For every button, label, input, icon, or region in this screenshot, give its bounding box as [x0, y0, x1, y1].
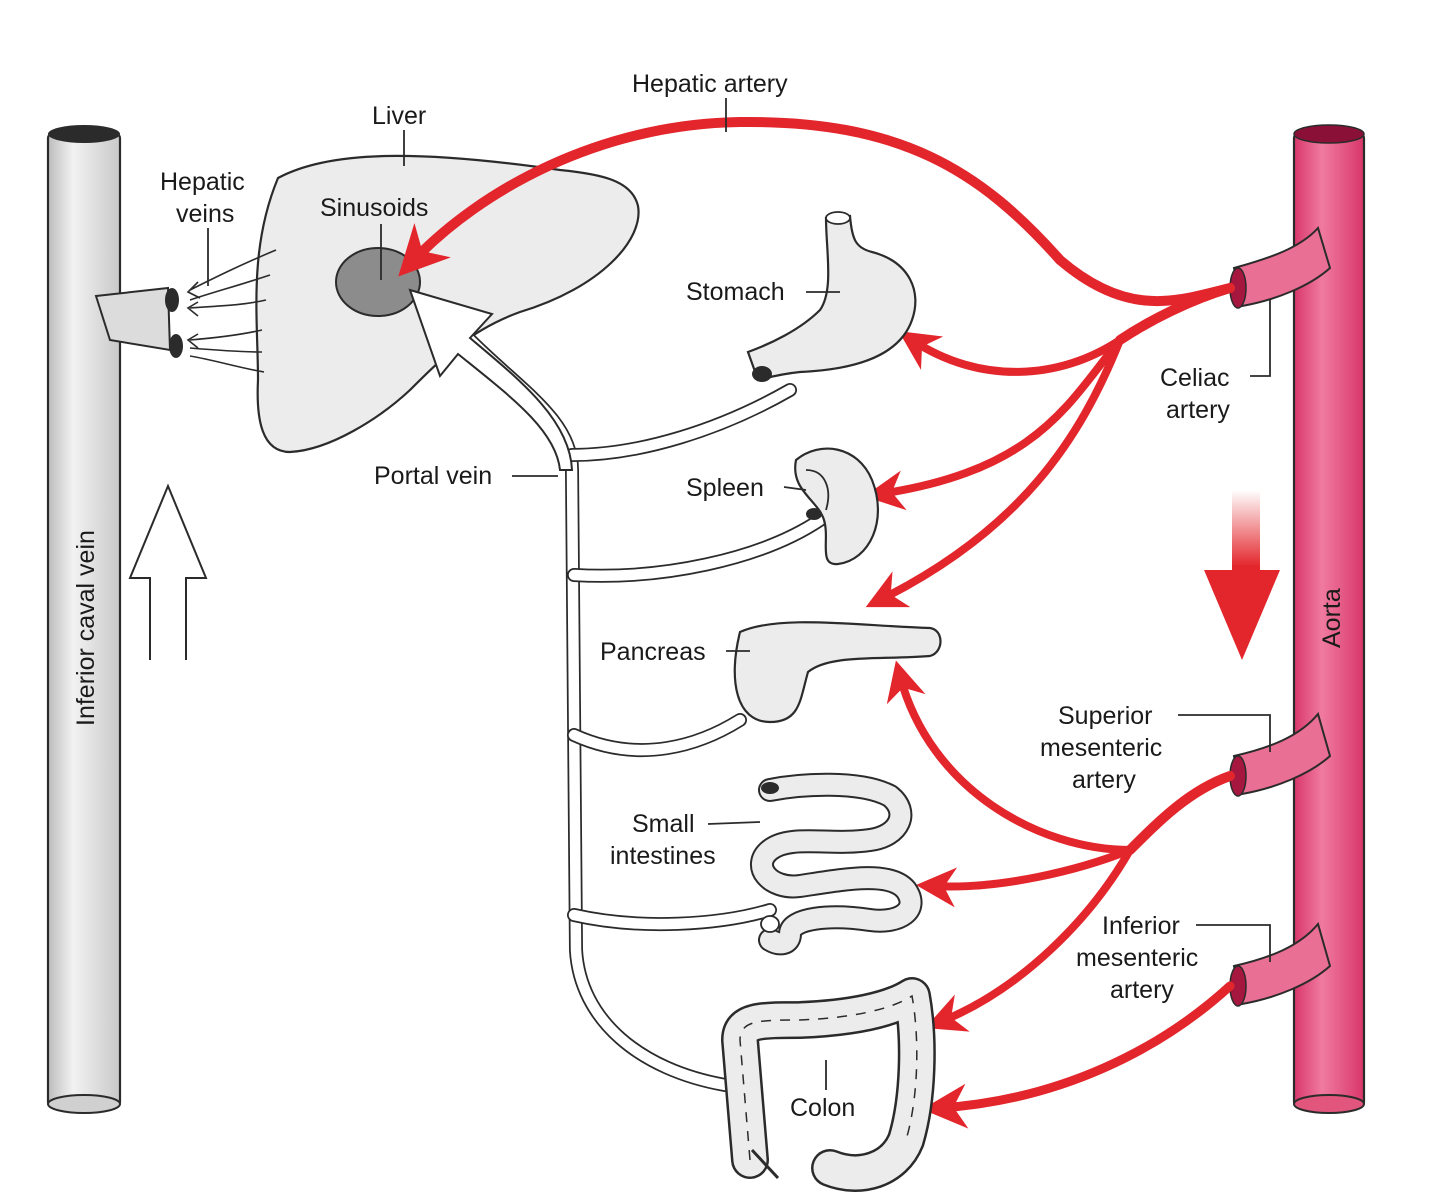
hepatic-vein-stub: [94, 286, 183, 358]
inferior-mesenteric-trunk: [1229, 921, 1332, 1007]
leader-lines: [207, 98, 1271, 1090]
inferior-caval-vein-label: Inferior caval vein: [72, 530, 100, 726]
ima-label-2: mesenteric: [1076, 944, 1198, 972]
portal-vein-label: Portal vein: [374, 462, 492, 490]
sma-label-1: Superior: [1058, 702, 1153, 730]
stomach: [746, 211, 917, 382]
spleen: [794, 447, 880, 566]
hepatic-artery-label: Hepatic artery: [632, 70, 788, 98]
small-intestines-label-2: intestines: [610, 842, 716, 870]
sma-label-2: mesenteric: [1040, 734, 1162, 762]
superior-mesenteric-trunk: [1229, 711, 1332, 797]
ima-label-3: artery: [1110, 976, 1174, 1004]
aorta-label: Aorta: [1318, 588, 1346, 648]
colon: [721, 977, 936, 1192]
small-intestines: [750, 772, 923, 956]
portal-vein: [408, 288, 827, 1092]
liver-label: Liver: [372, 102, 426, 130]
small-intestines-label-1: Small: [632, 810, 695, 838]
up-arrow-outline-icon: [128, 483, 208, 660]
sinusoids: [335, 247, 421, 317]
hepatic-veins-label-1: Hepatic: [160, 168, 245, 196]
ima-label-1: Inferior: [1102, 912, 1180, 940]
arteries: [398, 116, 1235, 1129]
celiac-artery-label-1: Celiac: [1160, 364, 1229, 392]
sma-label-3: artery: [1072, 766, 1136, 794]
spleen-label: Spleen: [686, 474, 764, 502]
hepatic-artery-path: [398, 116, 1235, 307]
sinusoids-label: Sinusoids: [320, 194, 428, 222]
down-arrow-red-icon: [1204, 490, 1280, 660]
pancreas: [733, 621, 942, 724]
inferior-caval-vein: [46, 125, 122, 1114]
aorta: [1292, 124, 1366, 1114]
hepatic-veins-label-2: veins: [176, 200, 234, 228]
celiac-artery-label-2: artery: [1166, 396, 1230, 424]
colon-label: Colon: [790, 1094, 855, 1122]
celiac-trunk: [1229, 226, 1332, 309]
stomach-label: Stomach: [686, 278, 785, 306]
pancreas-label: Pancreas: [600, 638, 706, 666]
hepatic-vein-arrows: [186, 249, 277, 373]
